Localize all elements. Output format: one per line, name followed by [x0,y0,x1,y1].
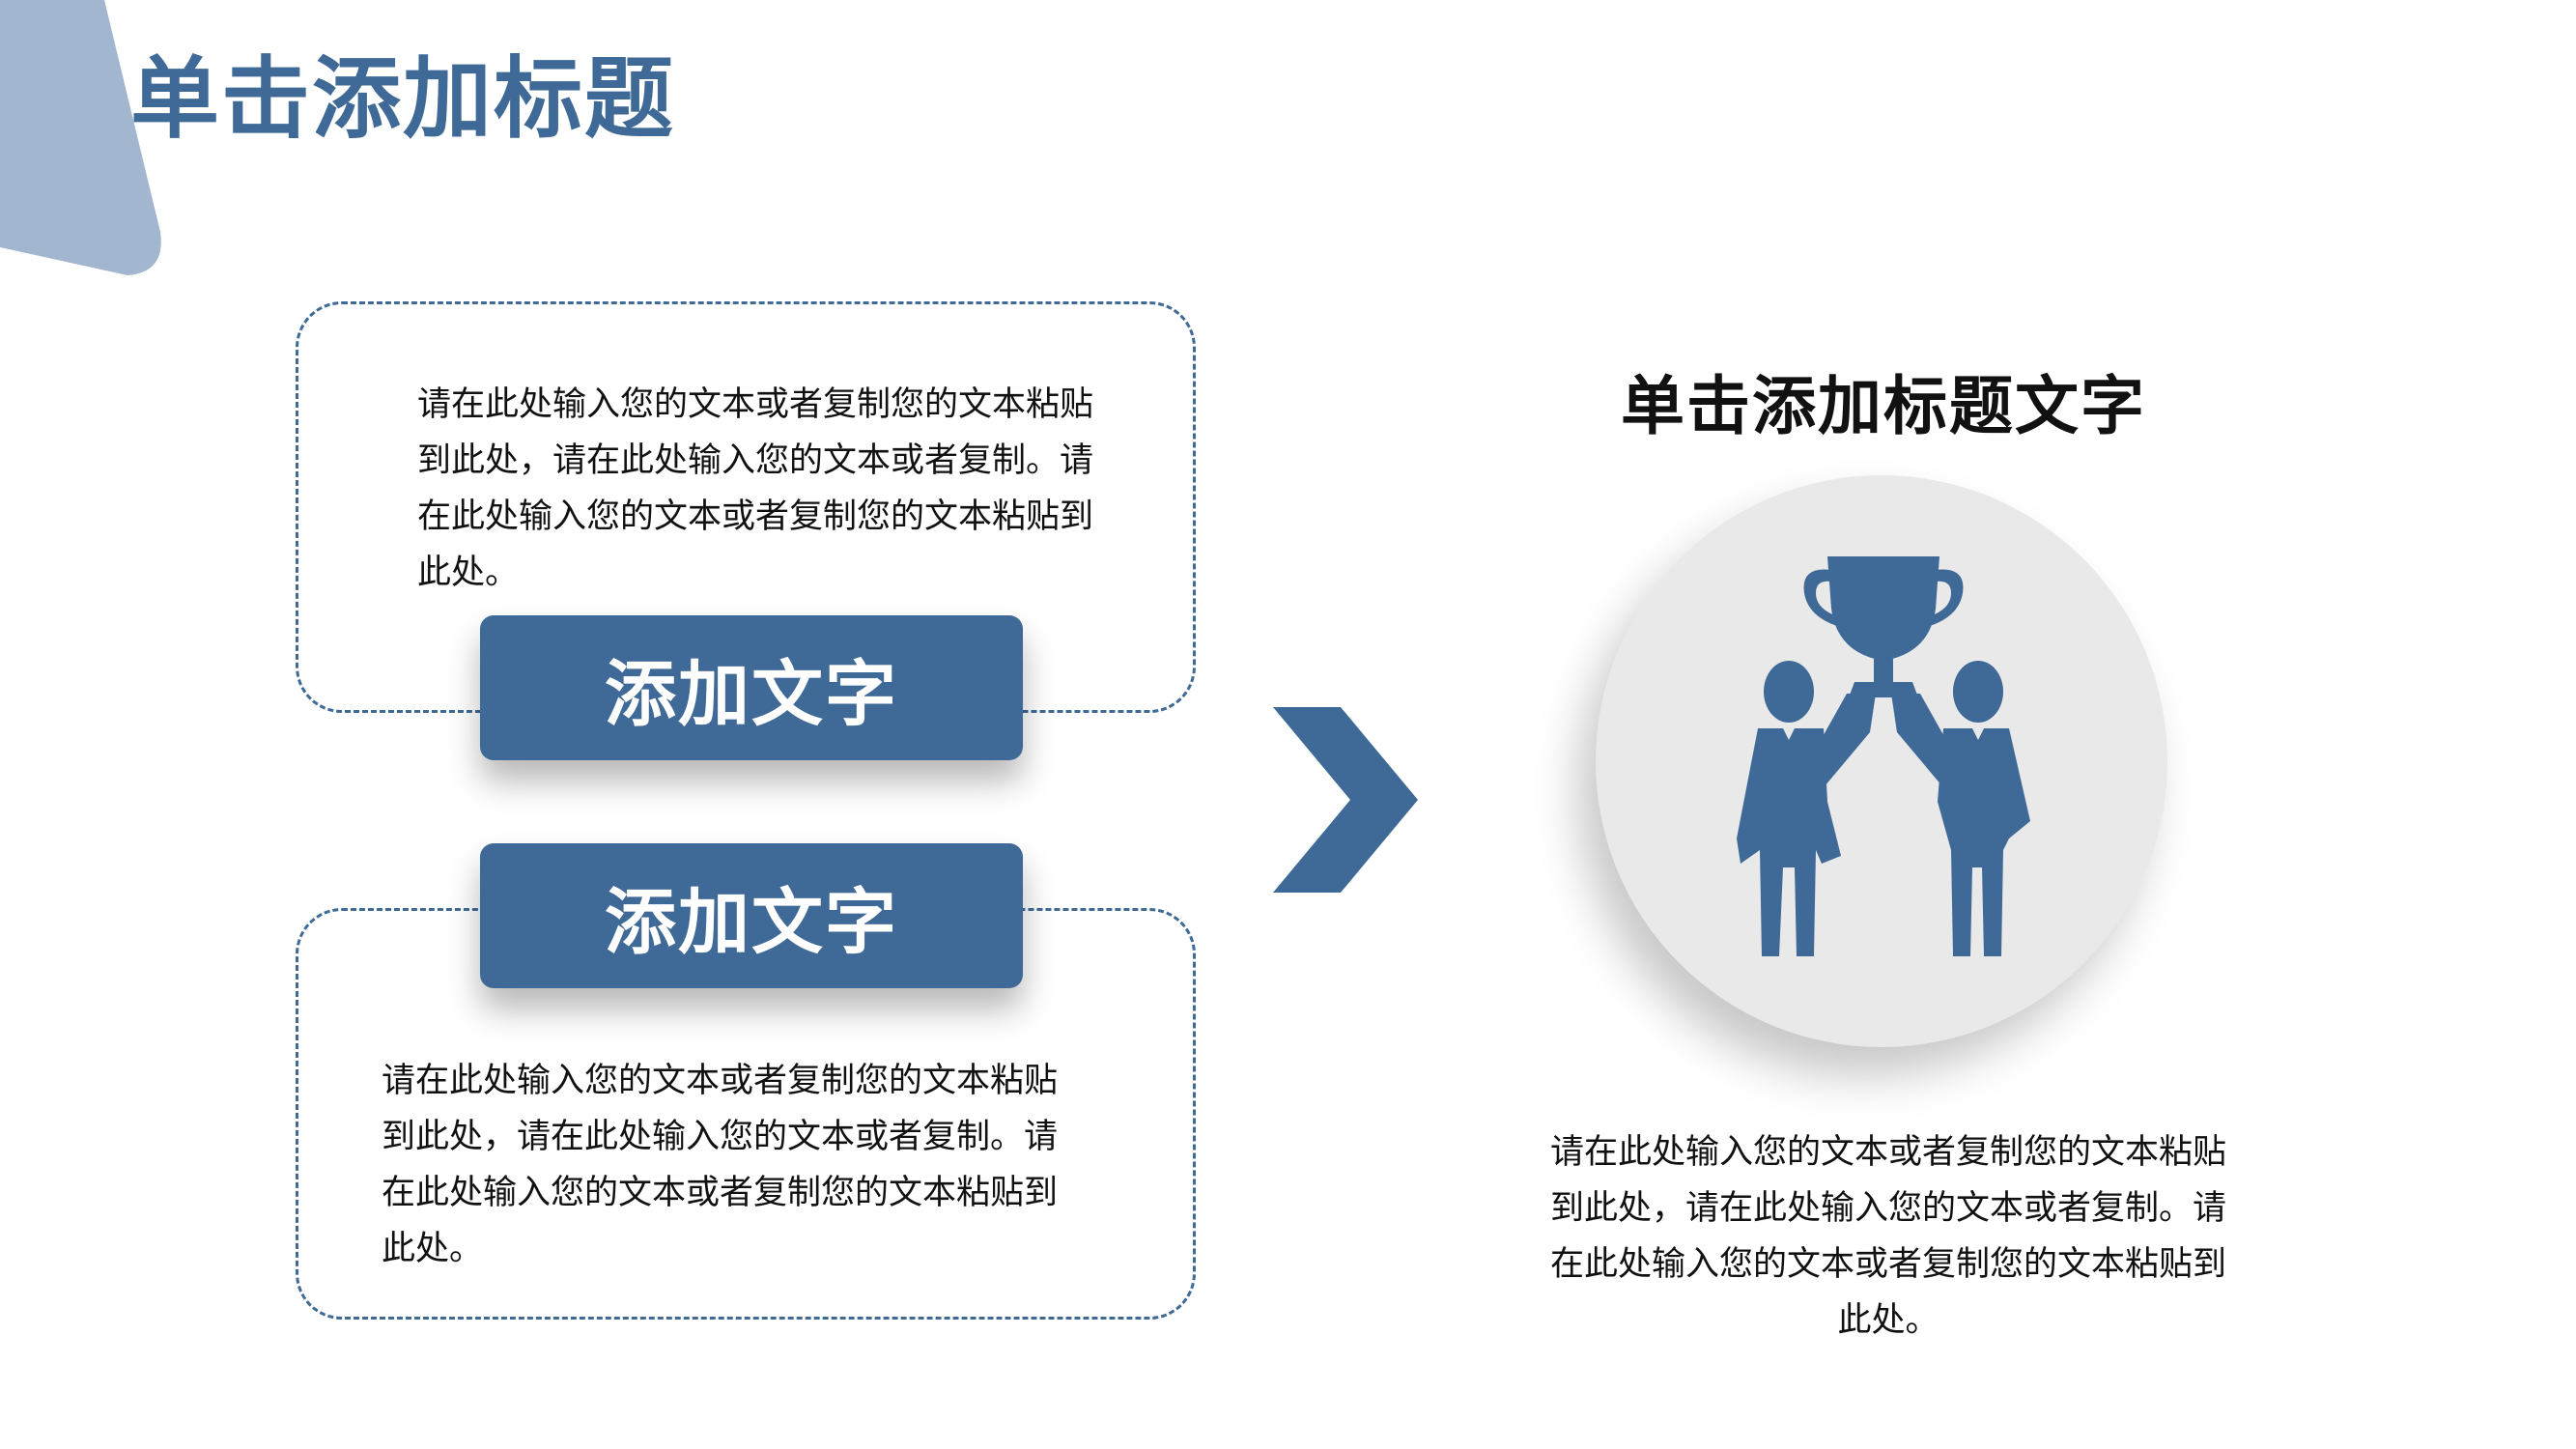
add-text-button-bottom[interactable]: 添加文字 [480,843,1023,988]
text-line: 在此处输入您的文本或者复制您的文本粘贴到 [417,497,1094,536]
page-title: 单击添加标题 [130,47,676,151]
trophy-people-icon [1737,556,2030,956]
text-line: 此处。 [417,554,520,592]
feature-text: 请在此处输入您的文本或者复制您的文本粘贴 到此处，请在此处输入您的文本或者复制。… [1516,1124,2260,1349]
feature-title: 单击添加标题文字 [1621,369,2146,443]
add-text-button-top[interactable]: 添加文字 [480,615,1023,760]
text-line: 请在此处输入您的文本或者复制您的文本粘贴 [382,1062,1059,1100]
text-line: 此处。 [1837,1301,1939,1340]
text-line: 请在此处输入您的文本或者复制您的文本粘贴 [1549,1133,2226,1172]
text-line: 到此处，请在此处输入您的文本或者复制。请 [382,1118,1059,1156]
chevron-right-icon [1273,707,1418,893]
bottom-card-text: 请在此处输入您的文本或者复制您的文本粘贴 到此处，请在此处输入您的文本或者复制。… [382,1053,1135,1277]
text-line: 在此处输入您的文本或者复制您的文本粘贴到 [1549,1245,2226,1284]
top-card-text: 请在此处输入您的文本或者复制您的文本粘贴 到此处，请在此处输入您的文本或者复制。… [417,377,1151,601]
corner-decoration-shape [0,0,161,275]
text-line: 到此处，请在此处输入您的文本或者复制。请 [417,441,1094,480]
text-line: 在此处输入您的文本或者复制您的文本粘贴到 [382,1174,1059,1212]
text-line: 到此处，请在此处输入您的文本或者复制。请 [1549,1189,2226,1228]
text-line: 此处。 [382,1230,484,1268]
text-line: 请在此处输入您的文本或者复制您的文本粘贴 [417,385,1094,424]
